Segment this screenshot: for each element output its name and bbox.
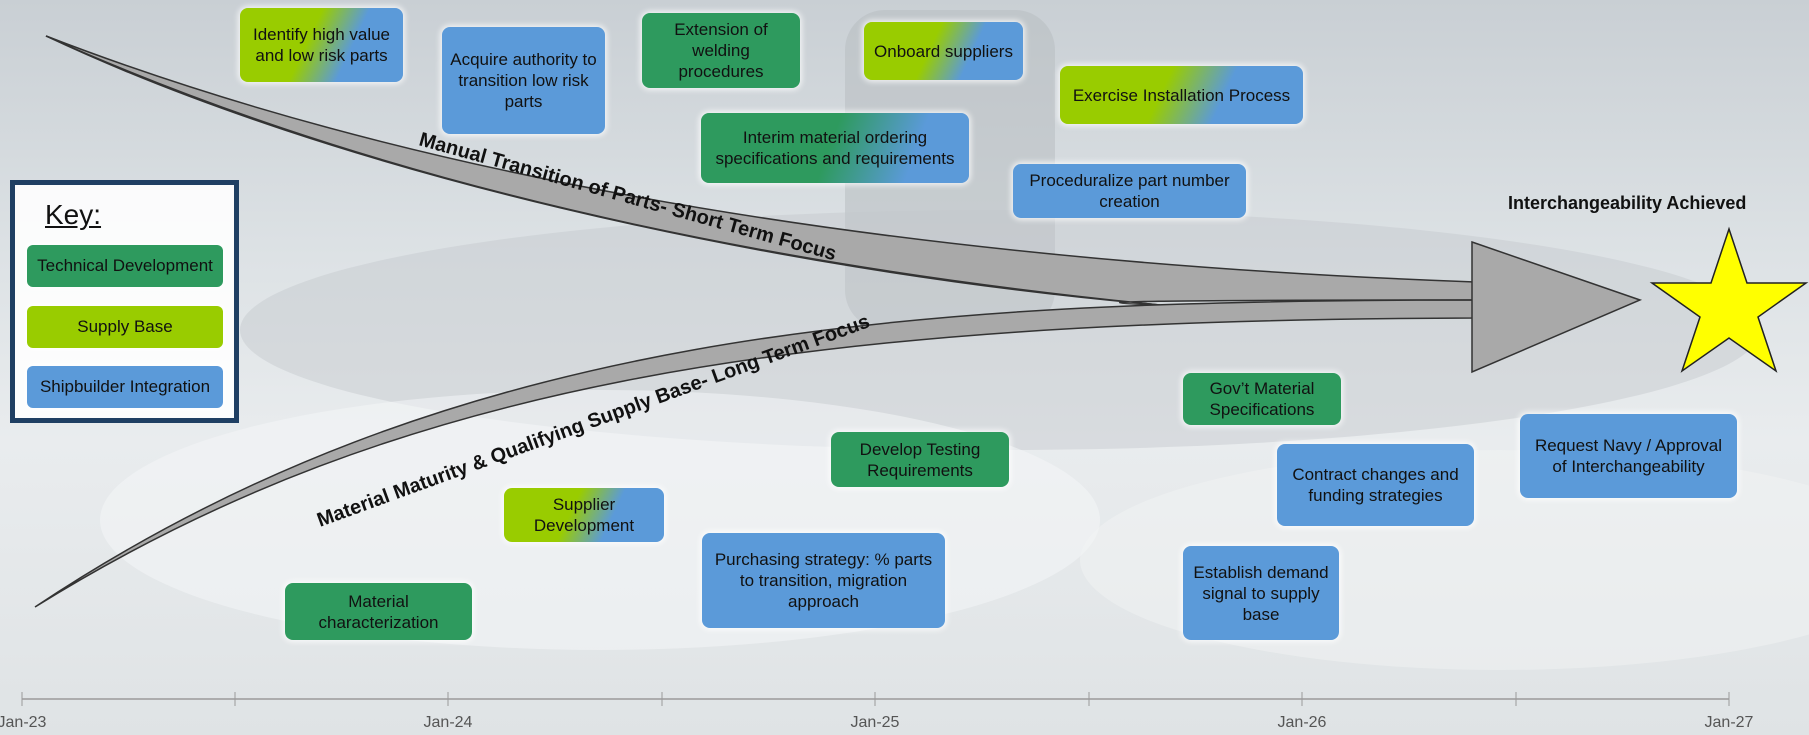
- task-request-navy-approval: Request Navy / Approval of Interchangeab…: [1520, 414, 1737, 498]
- arrow-head: [1471, 240, 1643, 374]
- tick-label: Jan-23: [0, 714, 47, 731]
- task-proceduralize-part-number: Proceduralize part number creation: [1013, 164, 1246, 218]
- key-item-technical-development: Technical Development: [27, 245, 223, 287]
- task-contract-changes: Contract changes and funding strategies: [1277, 444, 1474, 526]
- tick-label: Jan-27: [1704, 714, 1754, 731]
- short-term-arrow-body: [45, 35, 1476, 306]
- task-acquire-authority: Acquire authority to transition low risk…: [442, 27, 605, 134]
- task-develop-testing: Develop Testing Requirements: [831, 432, 1009, 487]
- task-establish-demand: Establish demand signal to supply base: [1183, 546, 1339, 640]
- task-govt-material-specs: Gov’t Material Specifications: [1183, 373, 1341, 425]
- task-exercise-installation: Exercise Installation Process: [1060, 66, 1303, 124]
- task-purchasing-strategy: Purchasing strategy: % parts to transiti…: [702, 533, 945, 628]
- task-material-characterization: Material characterization: [285, 583, 472, 640]
- goal-label: Interchangeability Achieved: [1508, 193, 1747, 213]
- background-scene: [100, 10, 1809, 670]
- task-extension-welding: Extension of welding procedures: [642, 13, 800, 88]
- key-title: Key:: [45, 199, 102, 230]
- task-interim-material: Interim material ordering specifications…: [701, 113, 969, 183]
- tick-label: Jan-26: [1277, 714, 1327, 731]
- key-item-shipbuilder-integration: Shipbuilder Integration: [27, 366, 223, 408]
- timeline-axis: [21, 692, 1730, 706]
- task-identify-parts: Identify high value and low risk parts: [240, 8, 403, 82]
- task-onboard-suppliers: Onboard suppliers: [864, 22, 1023, 80]
- tick-label: Jan-24: [423, 714, 473, 731]
- key-item-supply-base: Supply Base: [27, 306, 223, 348]
- task-supplier-development: Supplier Development: [504, 488, 664, 542]
- tick-label: Jan-25: [850, 714, 900, 731]
- star-icon: [1649, 226, 1809, 373]
- key-legend: Key: Technical Development Supply Base S…: [10, 180, 239, 423]
